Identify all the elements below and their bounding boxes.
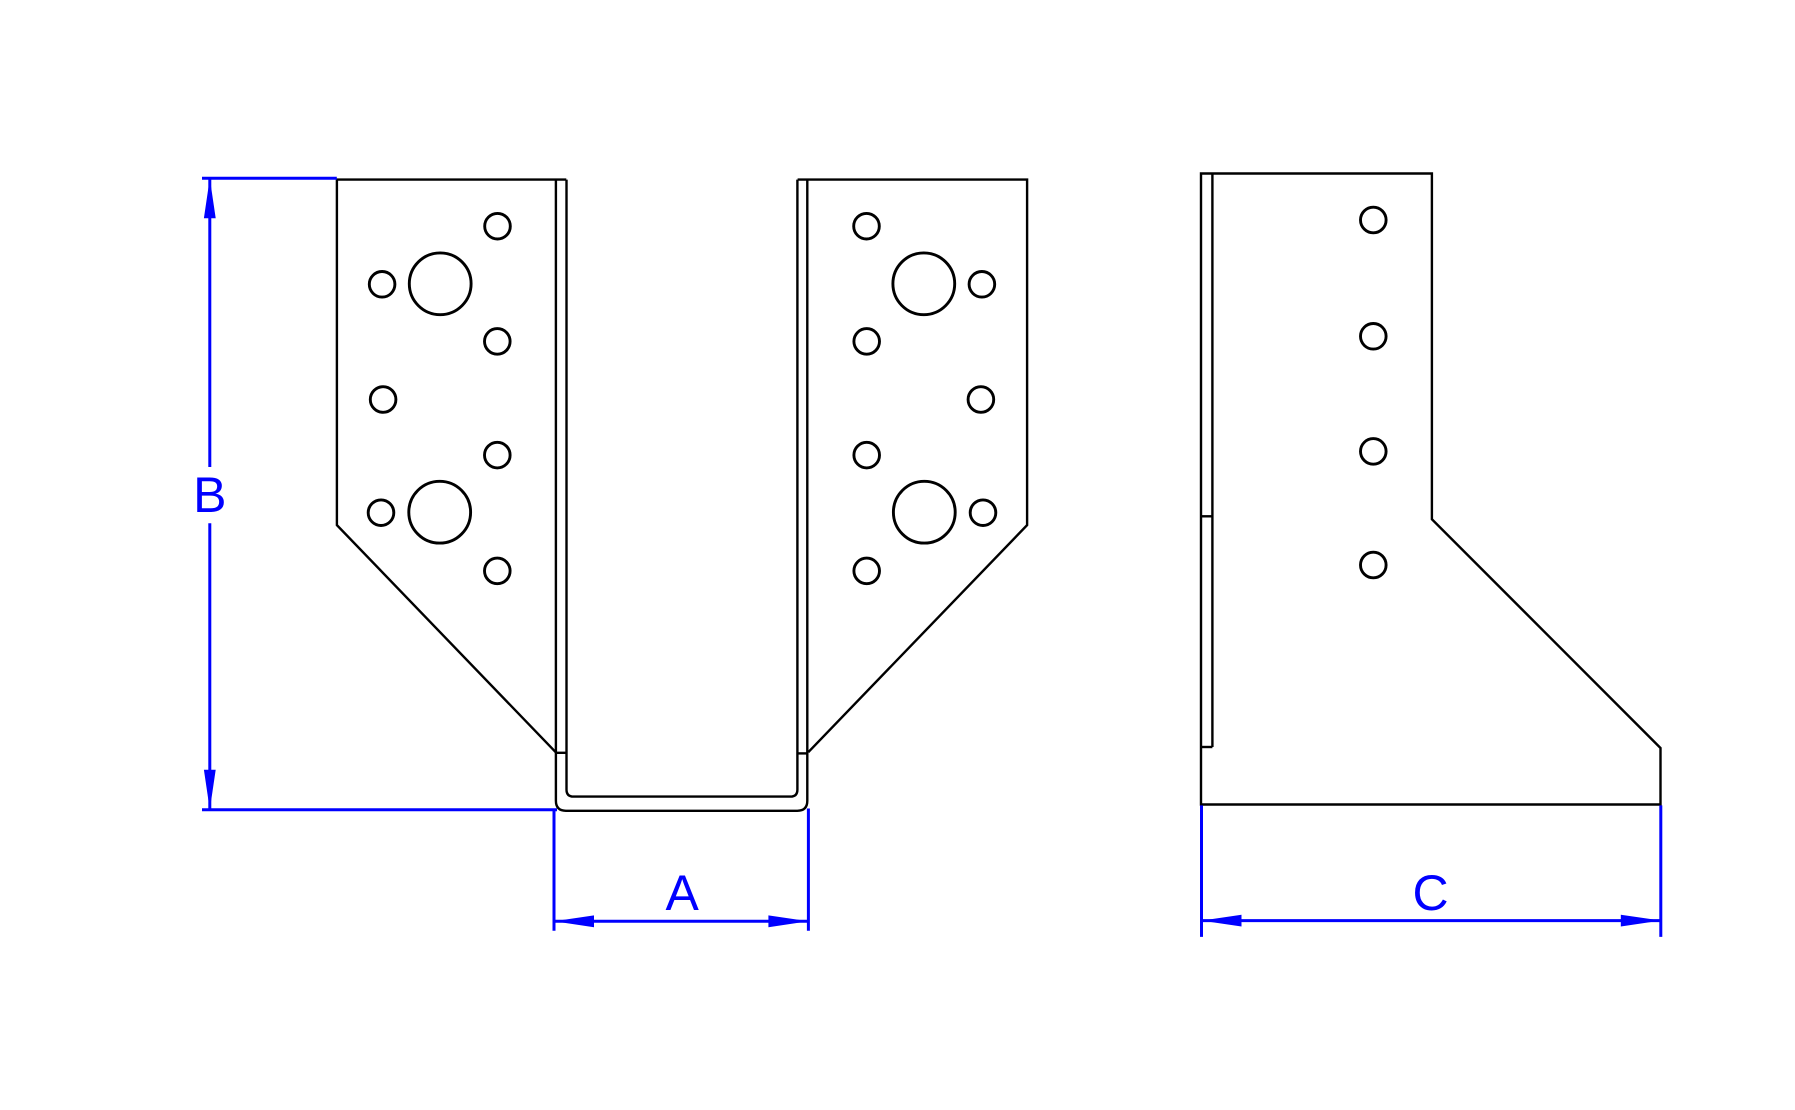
svg-text:B: B xyxy=(193,467,226,523)
svg-text:A: A xyxy=(666,865,700,921)
svg-text:C: C xyxy=(1412,865,1448,921)
